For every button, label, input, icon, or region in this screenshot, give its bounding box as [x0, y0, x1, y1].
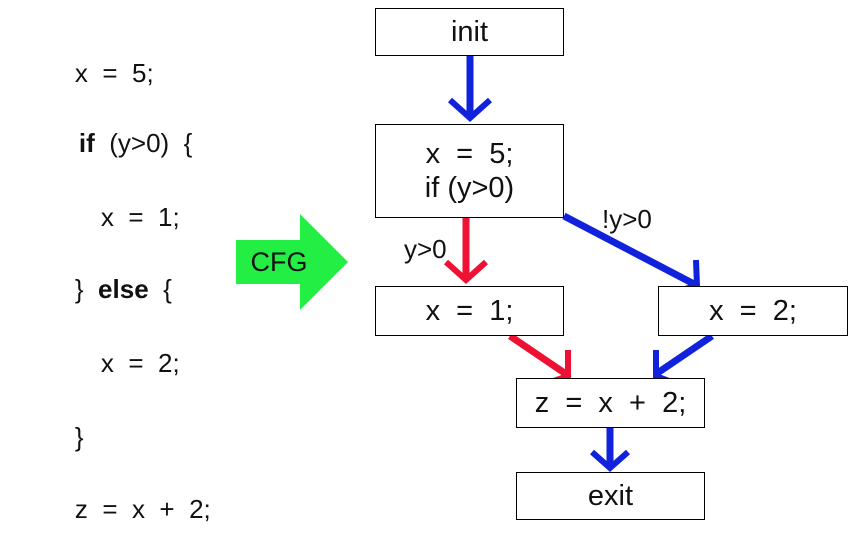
code-text: (y>0) {	[94, 128, 193, 158]
code-line-7: z = x + 2;	[46, 464, 211, 554]
keyword-else: else	[98, 274, 149, 304]
node-condition: x = 5; if (y>0)	[375, 124, 564, 218]
code-line-3: x = 1;	[72, 172, 180, 262]
cfg-arrow-shape	[236, 214, 348, 310]
code-line-2: if (y>0) {	[50, 98, 192, 188]
node-join: z = x + 2;	[516, 378, 705, 428]
keyword-if: if	[78, 128, 95, 158]
code-text: {	[148, 274, 172, 304]
code-text: x = 5;	[74, 58, 154, 88]
cfg-arrow-icon	[236, 214, 348, 310]
node-init: init	[375, 8, 564, 56]
code-text: }	[74, 274, 99, 304]
code-text: }	[74, 422, 84, 452]
edge-label-true: y>0	[404, 234, 447, 264]
code-line-6: }	[46, 392, 84, 482]
code-line-5: x = 2;	[72, 318, 180, 408]
edge-init-to-cond	[447, 56, 493, 123]
edge-label-false: !y>0	[602, 204, 652, 234]
code-text: x = 2;	[100, 348, 180, 378]
cfg-label: CFG	[250, 247, 308, 277]
code-line-1: x = 5;	[46, 28, 154, 118]
node-exit: exit	[516, 472, 705, 520]
code-text: x = 1;	[100, 202, 180, 232]
code-text: z = x + 2;	[74, 494, 211, 524]
edge-cond-to-then	[443, 218, 489, 285]
edge-else-to-join	[653, 333, 714, 387]
edge-then-to-join	[508, 333, 571, 387]
node-else: x = 2;	[658, 286, 848, 336]
edge-join-to-exit	[590, 428, 630, 473]
node-then: x = 1;	[375, 286, 564, 336]
code-line-4: } else {	[46, 244, 172, 334]
